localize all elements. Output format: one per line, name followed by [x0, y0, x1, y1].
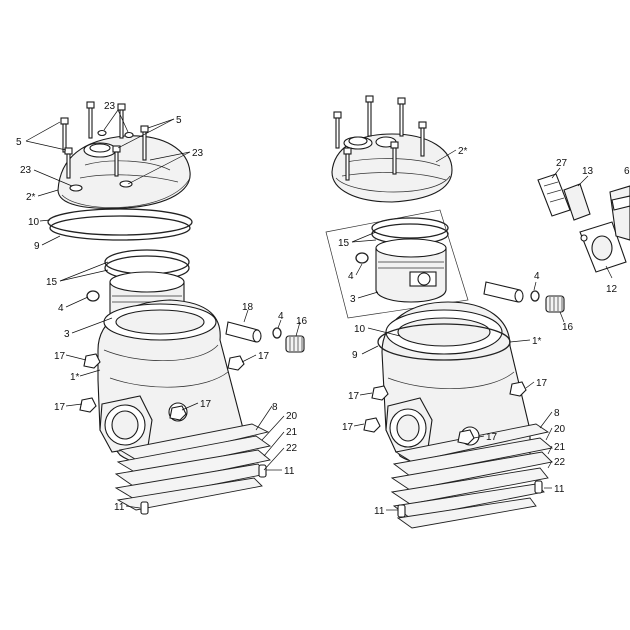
- right-circlip: [355, 252, 369, 264]
- callout-13: 13: [582, 166, 594, 177]
- callout-1-left: 1*: [70, 372, 80, 383]
- callout-17-left-b: 17: [54, 402, 66, 413]
- callout-22-left: 22: [286, 443, 298, 454]
- right-head-bolts: [333, 95, 427, 181]
- callout-21-right: 21: [554, 442, 566, 453]
- callout-15-right: 15: [338, 238, 350, 249]
- callout-9-right: 9: [352, 350, 358, 361]
- right-piston-frame: [325, 209, 469, 319]
- callout-1-right: 1*: [532, 336, 542, 347]
- right-nuts: [363, 381, 527, 445]
- callout-3-left: 3: [64, 329, 70, 340]
- right-leader-lines: [351, 149, 613, 511]
- callout-2-left: 2*: [26, 192, 36, 203]
- callout-11-right-b: 11: [374, 506, 385, 517]
- callout-4-left-a: 4: [58, 303, 64, 314]
- right-cylinder: [377, 301, 554, 529]
- callout-5-left-a: 5: [16, 137, 22, 148]
- callout-11-left-b: 11: [114, 502, 125, 513]
- callout-17-right-a: 17: [536, 378, 548, 389]
- callout-16-right: 16: [562, 322, 574, 333]
- callout-6: 6: [624, 166, 630, 177]
- callout-17-right-d: 17: [486, 432, 498, 443]
- callout-4-right-a: 4: [348, 271, 354, 282]
- callout-12: 12: [606, 284, 618, 295]
- callout-10-left: 10: [28, 217, 40, 228]
- callout-17-left-c: 17: [258, 351, 270, 362]
- callout-20-right: 20: [554, 424, 566, 435]
- left-pin-and-bearing: [225, 321, 305, 353]
- left-nuts: [79, 353, 245, 421]
- right-pin-and-bearing: [483, 281, 565, 313]
- left-head-gaskets: [47, 208, 193, 241]
- callout-9-left: 9: [34, 241, 40, 252]
- callout-17-left-a: 17: [54, 351, 66, 362]
- callout-16-left: 16: [296, 316, 308, 327]
- callout-8-left: 8: [272, 402, 278, 413]
- callout-3-right: 3: [350, 294, 356, 305]
- callout-2-right: 2*: [458, 146, 468, 157]
- callout-15-left: 15: [46, 277, 58, 288]
- callout-27: 27: [556, 158, 568, 169]
- left-dowel-b: [140, 501, 149, 515]
- callout-23-left-a: 23: [104, 101, 116, 112]
- callout-20-left: 20: [286, 411, 298, 422]
- left-callouts: 5 23 5 5 23 23 2* 10 9 15 4 3 17 1* 17 1…: [16, 101, 308, 513]
- callout-5-left-b: 5: [176, 115, 182, 126]
- callout-17-right-b: 17: [348, 391, 360, 402]
- callout-23-left-c: 23: [192, 148, 204, 159]
- right-callouts: 5 2* 15 4 3 10 9 4 16 1* 17 17 17 17 8 2…: [338, 146, 630, 517]
- right-dowel-a: [534, 480, 543, 494]
- left-circlip: [86, 290, 100, 302]
- callout-17-left-d: 17: [200, 399, 212, 410]
- reed-valve-parts: [537, 173, 630, 273]
- callout-21-left: 21: [286, 427, 298, 438]
- callout-17-right-c: 17: [342, 422, 354, 433]
- callout-10-right: 10: [354, 324, 366, 335]
- callout-8-right: 8: [554, 408, 560, 419]
- left-leader-lines: [25, 109, 301, 509]
- right-assembly: 5 2* 15 4 3 10 9 4 16 1* 17 17 17 17 8 2…: [325, 95, 630, 529]
- right-piston: [371, 217, 449, 303]
- left-cylinder: [97, 299, 272, 511]
- callout-22-right: 22: [554, 457, 566, 468]
- callout-23-left-b: 23: [20, 165, 32, 176]
- left-dowel-a: [258, 464, 267, 478]
- right-dowel-b: [397, 504, 406, 518]
- callout-18-left: 18: [242, 302, 254, 313]
- left-head-bolts: [60, 101, 149, 179]
- callout-4-left-b: 4: [278, 311, 284, 322]
- left-cylinder-head: [57, 135, 191, 209]
- left-assembly: 5 23 5 5 23 23 2* 10 9 15 4 3 17 1* 17 1…: [16, 101, 308, 515]
- callout-11-left-a: 11: [284, 466, 295, 477]
- callout-4-right-b: 4: [534, 271, 540, 282]
- callout-11-right-a: 11: [554, 484, 565, 495]
